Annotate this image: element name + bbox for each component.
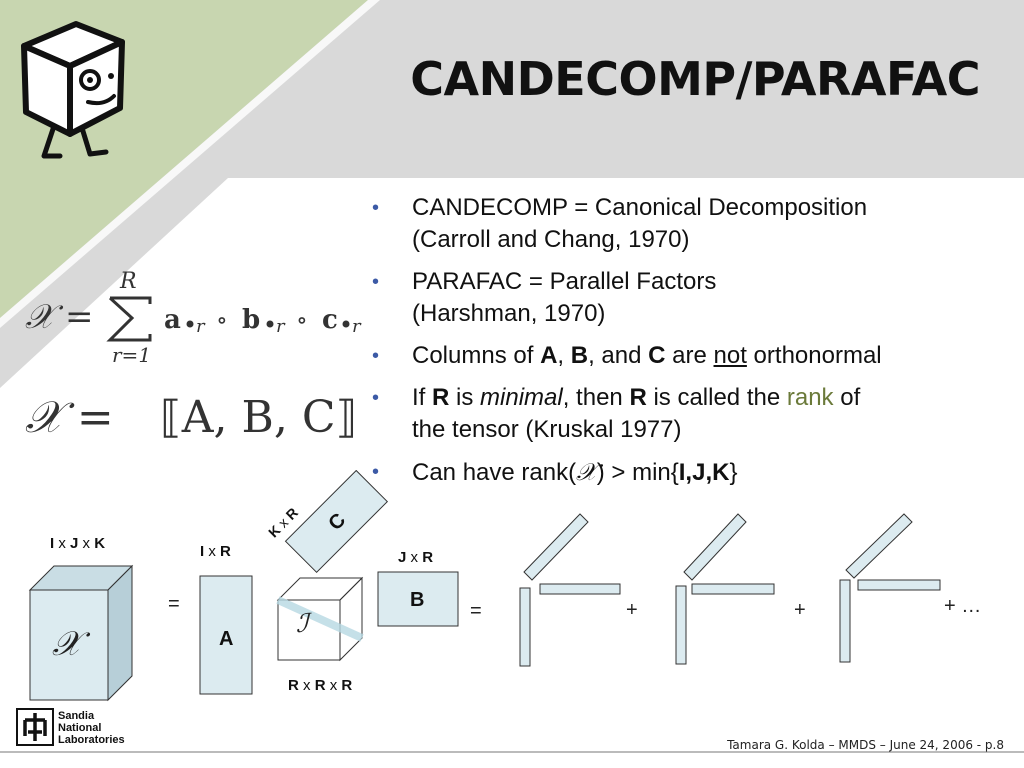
svg-text:R: R	[119, 269, 137, 294]
svg-text:𝒳 =: 𝒳 =	[25, 297, 94, 337]
cp-diagram: 𝒳 I x J x K = A I x R ℐ R x R x R C K x …	[28, 470, 981, 702]
bullet-dot-icon: •	[372, 345, 380, 367]
bullet-dot-icon: •	[372, 271, 380, 293]
bullet-dot-icon: •	[372, 387, 380, 409]
identity-cube	[276, 576, 364, 662]
cp-sum-equation: 𝒳 = R r=1 a r ∘ b r ∘ c r	[25, 269, 362, 367]
factor-a-box	[199, 575, 253, 695]
rank-one-term-1	[519, 513, 621, 667]
factor-c-group: C K x R	[265, 470, 389, 574]
sandia-logo-text: Sandia National Laboratories	[58, 710, 125, 746]
equals-sign-1: =	[168, 593, 180, 615]
equals-sign-2: =	[470, 600, 482, 622]
svg-text:∘: ∘	[216, 306, 228, 334]
cp-bracket-equation: 𝒳 = ⟦A, B, C⟧	[25, 392, 357, 443]
svg-text:𝒳 =: 𝒳 =	[25, 392, 114, 443]
factor-b-box	[377, 571, 459, 627]
rank-one-term-3	[839, 513, 941, 663]
bullet-rank: • If R is minimal, then R is called the …	[372, 384, 861, 443]
b-dims-label: J x R	[398, 549, 433, 566]
svg-text:r: r	[352, 316, 362, 337]
plus-sign-2: +	[794, 599, 806, 621]
factor-c-box	[284, 470, 389, 574]
factor-b-label: B	[410, 589, 424, 611]
rrr-dims-label: R x R x R	[288, 677, 352, 694]
sandia-logo-icon	[16, 708, 54, 746]
rank-one-term-2	[675, 513, 775, 665]
svg-text:r: r	[196, 316, 206, 337]
bullet-list: • CANDECOMP = Canonical Decomposition (C…	[372, 192, 1012, 499]
a-dims-label: I x R	[200, 543, 231, 560]
bullet-columns: • Columns of A, B, and C are not orthono…	[372, 340, 1012, 372]
bullet-parafac: • PARAFAC = Parallel Factors (Harshman, …	[372, 268, 717, 327]
bullet-candecomp: • CANDECOMP = Canonical Decomposition (C…	[372, 194, 868, 253]
bullet-min-rank: • Can have rank(𝒳) > min{I,J,K}	[372, 458, 738, 486]
x-dims-label: I x J x K	[50, 535, 105, 552]
svg-text:r: r	[276, 316, 286, 337]
svg-text:b: b	[242, 305, 260, 335]
rank-term: rank	[786, 384, 834, 411]
footer-citation: Tamara G. Kolda – MMDS – June 24, 2006 -…	[727, 738, 1004, 752]
factor-a-label: A	[219, 628, 233, 650]
svg-text:⟦A, B, C⟧: ⟦A, B, C⟧	[160, 392, 357, 443]
bullet-dot-icon: •	[372, 461, 380, 483]
svg-text:r=1: r=1	[112, 343, 151, 367]
svg-text:∘: ∘	[296, 306, 308, 334]
bullet-dot-icon: •	[372, 197, 380, 219]
plus-more: + …	[944, 595, 981, 617]
tensor-x-cube	[28, 564, 134, 702]
slide-title: CANDECOMP/PARAFAC	[410, 52, 980, 106]
svg-text:a: a	[164, 305, 181, 335]
cube-mascot-icon	[21, 21, 125, 159]
identity-symbol: ℐ	[296, 609, 312, 639]
plus-sign-1: +	[626, 599, 638, 621]
svg-text:c: c	[322, 305, 338, 335]
